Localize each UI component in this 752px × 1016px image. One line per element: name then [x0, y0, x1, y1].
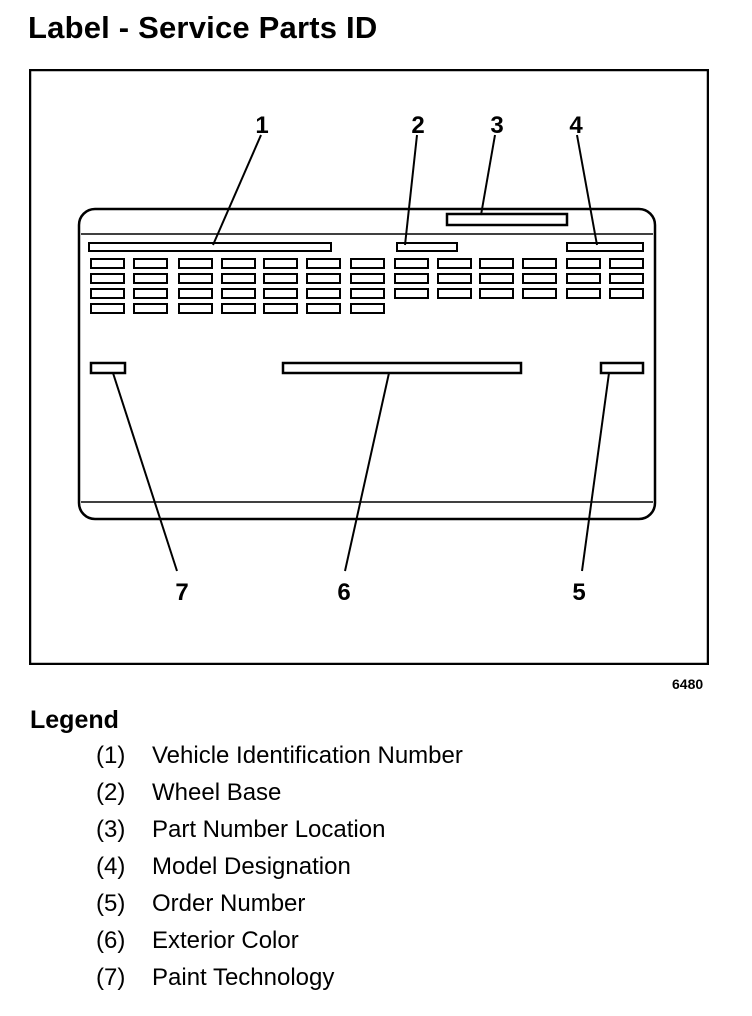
- option-code-box: [306, 303, 341, 314]
- option-code-box: [479, 288, 514, 299]
- option-code-box: [522, 258, 557, 269]
- leader-line-4: [576, 134, 598, 246]
- legend-item-text: Model Designation: [152, 853, 351, 880]
- option-code-box: [221, 288, 256, 299]
- leader-line-2: [404, 134, 418, 246]
- option-code-box: [350, 273, 385, 284]
- option-code-box: [522, 273, 557, 284]
- option-code-box: [437, 288, 472, 299]
- option-code-box: [178, 303, 213, 314]
- page-title: Label - Service Parts ID: [28, 10, 378, 45]
- order-number-box: [599, 361, 645, 375]
- option-code-box: [522, 288, 557, 299]
- option-code-box: [479, 273, 514, 284]
- vin-bar: [88, 242, 332, 252]
- legend-item-number: (7): [96, 964, 126, 991]
- callout-1: 1: [255, 112, 268, 139]
- legend-item-number: (4): [96, 853, 126, 880]
- option-code-box: [263, 258, 298, 269]
- option-code-box: [221, 258, 256, 269]
- option-code-box: [437, 273, 472, 284]
- legend-item-text: Part Number Location: [152, 816, 386, 843]
- option-code-box: [350, 303, 385, 314]
- legend-item-text: Wheel Base: [152, 779, 282, 806]
- legend-item: (7) Paint Technology: [96, 964, 463, 1001]
- callout-3: 3: [490, 112, 503, 139]
- option-code-box: [394, 288, 429, 299]
- option-code-box: [263, 273, 298, 284]
- option-code-box: [263, 288, 298, 299]
- leader-line-7: [112, 372, 178, 572]
- option-code-box: [566, 258, 601, 269]
- figure-id: 6480: [672, 676, 704, 692]
- option-code-box: [394, 273, 429, 284]
- option-code-box: [221, 303, 256, 314]
- option-code-box: [133, 288, 168, 299]
- option-code-box: [133, 303, 168, 314]
- option-code-box: [133, 273, 168, 284]
- option-code-box: [306, 273, 341, 284]
- exterior-color-bar: [281, 361, 523, 375]
- option-code-box: [90, 273, 125, 284]
- option-code-box: [437, 258, 472, 269]
- option-code-box: [178, 288, 213, 299]
- callout-5: 5: [572, 579, 585, 606]
- option-code-grid: [90, 258, 644, 314]
- legend-title: Legend: [30, 706, 119, 734]
- legend-item-text: Exterior Color: [152, 927, 299, 954]
- callout-6: 6: [337, 579, 350, 606]
- part-number-location-bar: [445, 212, 569, 227]
- leader-line-6: [344, 372, 390, 572]
- legend-item-number: (1): [96, 742, 126, 769]
- callout-4: 4: [569, 112, 583, 139]
- option-code-box: [566, 273, 601, 284]
- option-code-box: [178, 258, 213, 269]
- legend-item: (1) Vehicle Identification Number: [96, 742, 463, 779]
- option-code-box: [394, 258, 429, 269]
- legend-item-number: (5): [96, 890, 126, 917]
- option-code-box: [479, 258, 514, 269]
- label-diagram: 1 2 3 4 5 6 7: [29, 69, 709, 665]
- legend-item-text: Paint Technology: [152, 964, 335, 991]
- option-code-box: [90, 258, 125, 269]
- option-code-box: [90, 288, 125, 299]
- option-code-box: [133, 258, 168, 269]
- legend-item-text: Order Number: [152, 890, 306, 917]
- option-code-box: [609, 258, 644, 269]
- legend-item-number: (2): [96, 779, 126, 806]
- legend-item: (3) Part Number Location: [96, 816, 463, 853]
- paint-technology-box: [89, 361, 127, 375]
- option-code-box: [350, 258, 385, 269]
- leader-line-3: [480, 134, 496, 216]
- option-code-box: [306, 258, 341, 269]
- option-code-box: [178, 273, 213, 284]
- legend-item: (4) Model Designation: [96, 853, 463, 890]
- option-code-box: [306, 288, 341, 299]
- legend-item: (6) Exterior Color: [96, 927, 463, 964]
- wheel-base-bar: [396, 242, 458, 252]
- callout-7: 7: [175, 579, 188, 606]
- option-code-box: [90, 303, 125, 314]
- option-code-box: [566, 288, 601, 299]
- legend-item-number: (3): [96, 816, 126, 843]
- option-code-box: [263, 303, 298, 314]
- model-designation-bar: [566, 242, 644, 252]
- legend-item: (5) Order Number: [96, 890, 463, 927]
- option-code-box: [609, 288, 644, 299]
- legend-list: (1) Vehicle Identification Number (2) Whee…: [96, 742, 463, 1001]
- leader-line-5: [581, 372, 610, 572]
- leader-line-1: [212, 134, 262, 246]
- option-code-box: [221, 273, 256, 284]
- option-code-box: [350, 288, 385, 299]
- diagram-frame: [29, 69, 709, 665]
- legend-item-text: Vehicle Identification Number: [152, 742, 463, 769]
- option-code-box: [609, 273, 644, 284]
- legend-item: (2) Wheel Base: [96, 779, 463, 816]
- callout-2: 2: [411, 112, 424, 139]
- legend-item-number: (6): [96, 927, 126, 954]
